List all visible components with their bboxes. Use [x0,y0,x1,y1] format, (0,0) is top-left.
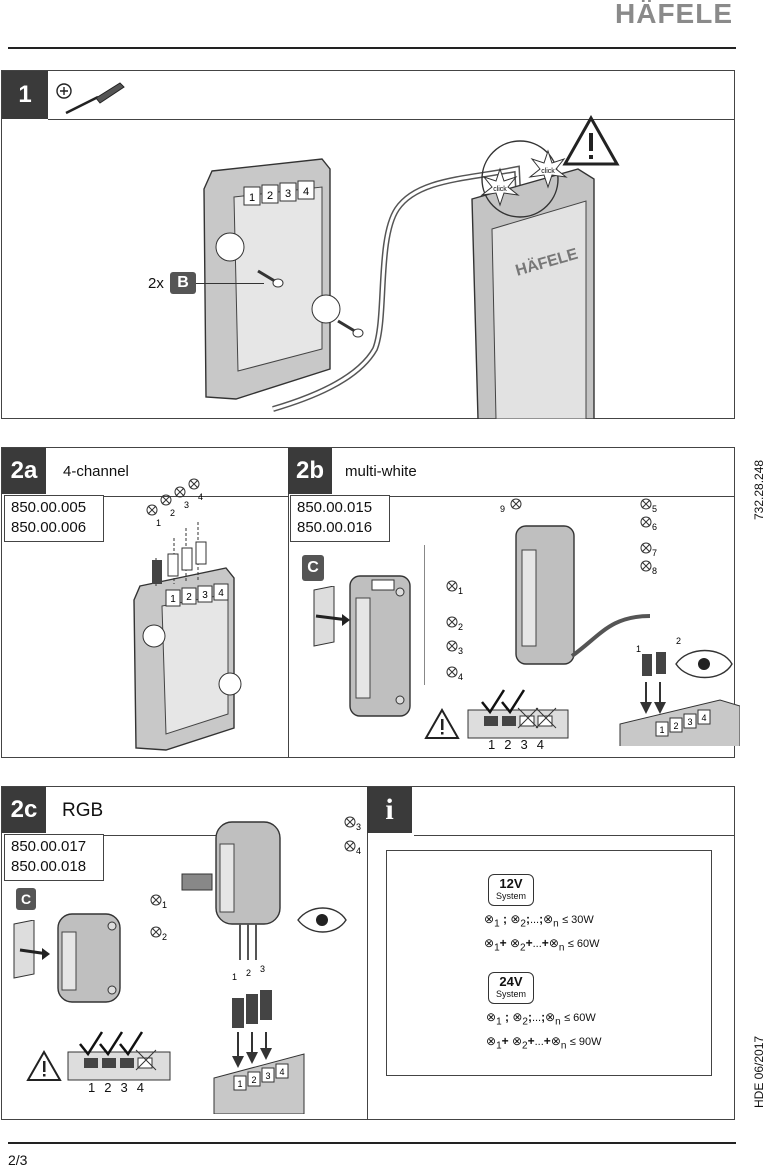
svg-text:1: 1 [458,586,463,596]
svg-text:2: 2 [458,622,463,632]
svg-text:4: 4 [701,713,706,723]
rgb-wiring-illustration: 1 2 3 4 1 2 3 1 2 3 4 [150,816,361,1114]
step1-number: 1 [2,71,48,119]
step2c-number: 2c [2,787,46,833]
footer-rule [8,1142,736,1144]
svg-text:9: 9 [500,504,505,514]
port-usage-illustration [467,689,569,739]
svg-text:3: 3 [202,590,208,601]
adhesive-pad-illustration [13,920,50,979]
svg-text:1: 1 [232,972,237,982]
step2c-title: RGB [62,800,104,821]
info-icon: i [367,787,412,833]
warning-icon [26,1050,62,1081]
svg-text:1: 1 [162,900,167,910]
svg-text:3: 3 [260,964,265,974]
svg-text:4: 4 [279,1067,284,1077]
svg-text:1: 1 [249,192,255,204]
svg-text:3: 3 [285,188,291,200]
part-b-badge: B [170,272,196,294]
svg-text:2: 2 [267,190,273,202]
svg-text:1: 1 [636,644,641,654]
system-24v-badge: 24V System [488,972,534,1004]
svg-text:3: 3 [458,646,463,656]
svg-text:2: 2 [246,968,251,978]
step2b-number: 2b [288,448,332,494]
svg-text:1: 1 [170,594,176,605]
screwdriver-icon [56,82,125,115]
screw-quantity: 2x [148,275,164,292]
svg-text:3: 3 [356,822,361,832]
svg-text:8: 8 [652,566,657,576]
rgb-module-illustration [57,913,121,1003]
part-c-badge: C [302,555,324,581]
svg-text:1: 1 [237,1079,242,1089]
adhesive-pad-illustration [313,586,350,647]
document-date: HDE 06/2017 [752,1035,766,1108]
port-scale-2c: 1234 [88,1080,153,1095]
step1-panel: 1 1 2 3 4 2x B HÄFELE click click [1,70,735,419]
port-usage-illustration [67,1031,171,1081]
warning-icon [424,708,460,739]
controller-4channel-illustration: 1 2 3 4 1 2 3 4 [133,478,242,751]
svg-text:5: 5 [652,504,657,514]
rule-12v-series: ⊗1 ; ⊗2;...;⊗n ≤ 30W [484,912,594,930]
svg-text:4: 4 [356,846,361,856]
svg-text:6: 6 [652,522,657,532]
step2a-title: 4-channel [63,463,129,480]
multiwhite-wiring-illustration: 1 2 3 4 5 6 7 8 9 1 2 1 2 3 4 [446,498,740,746]
step2c-codes: 850.00.017 850.00.018 [4,834,104,881]
brand-logo: HÄFELE [615,0,733,29]
svg-text:2: 2 [162,932,167,942]
screw-icon [337,319,364,338]
svg-text:2: 2 [186,592,192,603]
step2a-codes: 850.00.005 850.00.006 [4,495,104,542]
step2b-title: multi-white [345,463,417,480]
cable-illustration [272,165,522,412]
click-burst-icon: click [528,149,568,189]
multiwhite-module-illustration [349,575,411,717]
rule-24v-parallel: ⊗1+ ⊗2+...+⊗n ≤ 90W [486,1034,602,1052]
svg-text:2: 2 [170,508,175,518]
svg-text:click: click [493,186,507,193]
warning-icon [562,115,620,166]
step2a-number: 2a [2,448,46,494]
svg-text:click: click [541,168,555,175]
svg-text:2: 2 [673,721,678,731]
svg-text:2: 2 [251,1075,256,1085]
step2b-codes: 850.00.015 850.00.016 [290,495,390,542]
svg-text:3: 3 [184,500,189,510]
svg-text:2: 2 [676,636,681,646]
svg-text:4: 4 [218,588,224,599]
click-burst-icon: click [480,167,520,207]
svg-text:3: 3 [687,717,692,727]
divider [424,545,425,685]
document-number: 732.28.248 [752,459,766,520]
svg-text:4: 4 [198,492,203,502]
page-number: 2/3 [8,1152,28,1168]
svg-text:4: 4 [458,672,463,682]
svg-text:3: 3 [265,1071,270,1081]
part-c-badge: C [16,888,36,910]
svg-text:1: 1 [156,518,161,528]
rule-24v-series: ⊗1 ; ⊗2;...;⊗n ≤ 60W [486,1010,596,1028]
rule-12v-parallel: ⊗1+ ⊗2+...+⊗n ≤ 60W [484,936,600,954]
svg-text:4: 4 [303,186,309,198]
header-rule [8,47,736,49]
screw-icon [257,269,284,288]
info-box [386,850,712,1076]
svg-text:7: 7 [652,548,657,558]
svg-text:1: 1 [659,725,664,735]
system-12v-badge: 12V System [488,874,534,906]
port-scale-2b: 1234 [488,737,553,752]
power-supply-illustration: HÄFELE [471,140,595,419]
